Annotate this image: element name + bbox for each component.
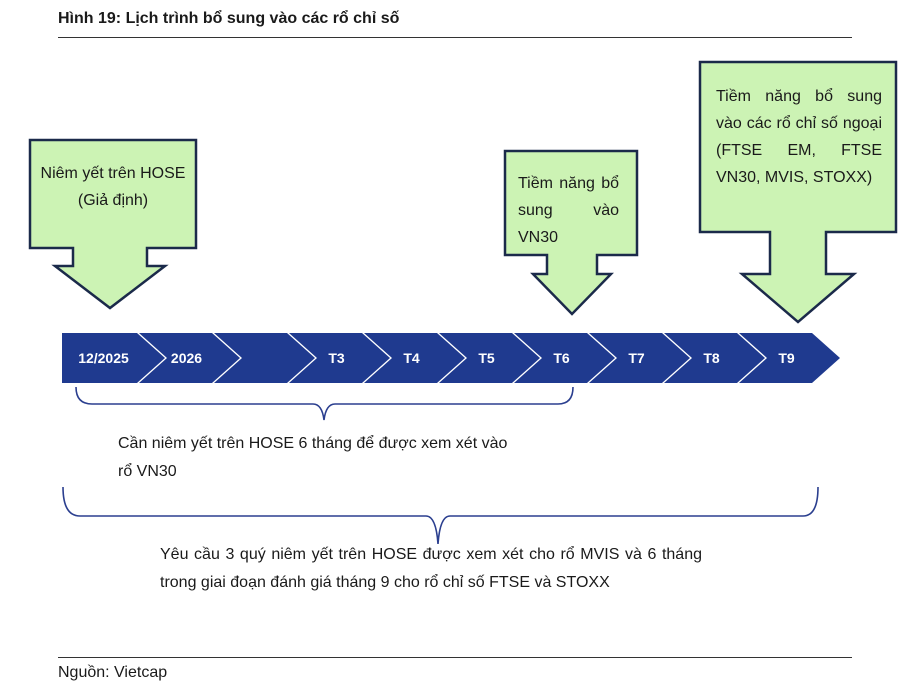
timeline-chevron (214, 333, 315, 383)
timeline-chevron (514, 333, 615, 383)
timeline-chevron (439, 333, 540, 383)
timeline-chevron (589, 333, 690, 383)
timeline-step-label: T5 (478, 350, 495, 366)
bracket-foreign-text: Yêu cầu 3 quý niêm yết trên HOSE được xe… (160, 546, 702, 591)
timeline-step-label: 2026 (171, 350, 202, 366)
callout-listing-arrow (28, 138, 198, 310)
timeline-chevron (364, 333, 465, 383)
timeline-chevron (739, 333, 840, 383)
timeline-step-label: T9 (778, 350, 795, 366)
timeline-chevron (139, 333, 240, 383)
timeline-step-label: T8 (703, 350, 720, 366)
bracket-vn30-text: Cần niêm yết trên HOSE 6 tháng để được x… (118, 435, 508, 480)
timeline-chevron (289, 333, 390, 383)
callout-vn30-arrow (503, 149, 639, 316)
figure-source: Nguồn: Vietcap (58, 664, 168, 681)
timeline-step-label: T4 (403, 350, 420, 366)
callout-vn30-text: Tiềm năng bổ sung vào VN30 (518, 175, 619, 246)
timeline-step-label: T6 (553, 350, 570, 366)
timeline-step-label: T7 (628, 350, 645, 366)
bottom-rule (58, 657, 852, 658)
bracket-foreign (62, 486, 819, 545)
timeline-chevron (664, 333, 765, 383)
bracket-vn30 (75, 386, 574, 421)
callout-foreign-arrow (698, 60, 898, 324)
timeline-step-label: T3 (328, 350, 345, 366)
timeline-chevron (62, 333, 165, 383)
timeline-chevrons: 12/2025 2026 T3 T4 T5 T6 T7 T8 T9 (62, 333, 840, 383)
callout-listing-text: Niêm yết trên HOSE (Giả định) (40, 165, 186, 209)
figure-title: Hình 19: Lịch trình bổ sung vào các rổ c… (58, 10, 400, 27)
callout-foreign-text: Tiềm năng bổ sung vào các rổ chỉ số ngoạ… (716, 88, 882, 186)
timeline-step-label: 12/2025 (78, 350, 129, 366)
top-rule (58, 37, 852, 38)
